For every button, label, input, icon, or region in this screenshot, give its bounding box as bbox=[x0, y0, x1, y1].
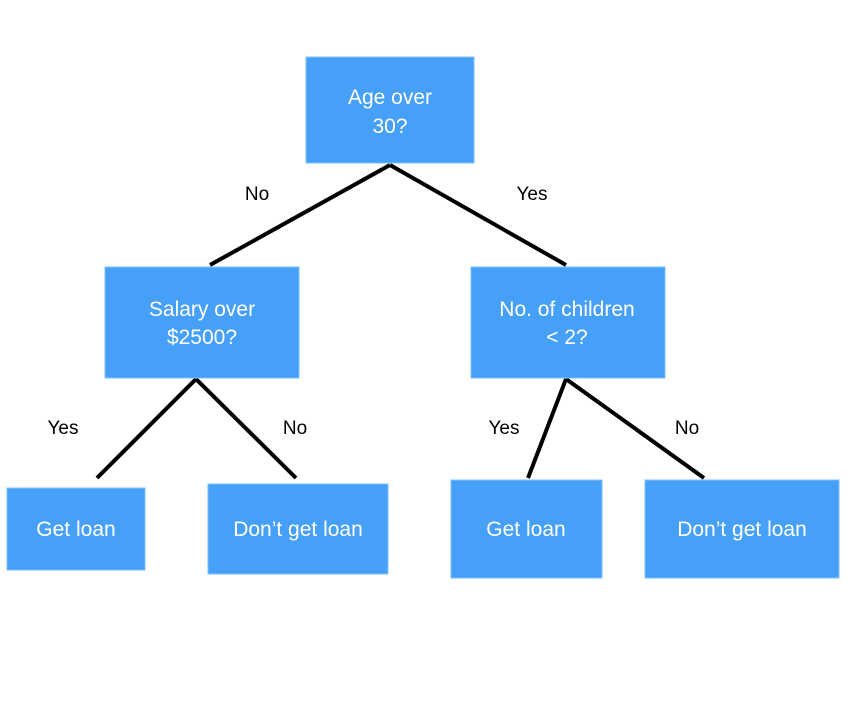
branch-label-salary-yes: Yes bbox=[48, 418, 79, 439]
edge-salary-to-dont-get-loan bbox=[194, 377, 298, 480]
salary-question-line2: $2500? bbox=[167, 326, 237, 349]
edge-root-to-salary bbox=[209, 163, 391, 267]
leaf-salary-no: Don’t get loan bbox=[207, 483, 389, 575]
branch-label-root-no: No bbox=[245, 184, 269, 205]
branch-label-children-yes: Yes bbox=[489, 418, 520, 439]
salary-question-line1: Salary over bbox=[149, 298, 255, 321]
root-question-line2: 30? bbox=[372, 115, 407, 138]
leaf-children-yes-outcome: Get loan bbox=[486, 518, 565, 541]
edge-children-to-dont-get-loan bbox=[564, 377, 706, 480]
branch-label-root-yes: Yes bbox=[517, 184, 548, 205]
leaf-salary-yes: Get loan bbox=[6, 487, 146, 571]
leaf-children-no: Don’t get loan bbox=[644, 479, 840, 579]
children-question-line2: < 2? bbox=[546, 326, 587, 349]
branch-label-salary-no: No bbox=[283, 418, 307, 439]
edge-children-to-get-loan bbox=[526, 378, 568, 479]
root-question-line1: Age over bbox=[348, 86, 432, 109]
root-node: Age over 30? bbox=[305, 56, 475, 164]
leaf-salary-yes-outcome: Get loan bbox=[36, 518, 115, 541]
leaf-children-yes: Get loan bbox=[450, 479, 603, 579]
branch-label-children-no: No bbox=[675, 418, 699, 439]
edge-salary-to-get-loan bbox=[95, 377, 198, 480]
children-question-line1: No. of children bbox=[499, 298, 634, 321]
leaf-children-no-outcome: Don’t get loan bbox=[677, 518, 807, 541]
edge-root-to-children bbox=[389, 163, 567, 267]
leaf-salary-no-outcome: Don’t get loan bbox=[233, 518, 363, 541]
children-node: No. of children < 2? bbox=[470, 266, 666, 379]
salary-node: Salary over $2500? bbox=[104, 266, 300, 379]
